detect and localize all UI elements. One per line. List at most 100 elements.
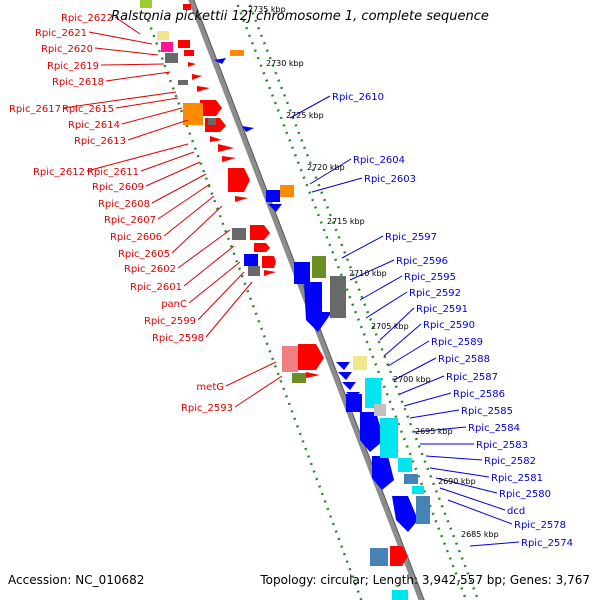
leader-line [100,63,165,66]
leader-line [62,91,177,109]
feature-block [353,356,367,370]
feature-block [183,103,203,125]
gene-label-Rpic_2582: Rpic_2582 [484,456,536,467]
gene-label-Rpic_2601: Rpic_2601 [130,282,182,293]
feature-block [244,254,258,266]
feature-block [416,496,430,524]
gene-label-Rpic_2614: Rpic_2614 [68,120,120,131]
kbp-label: 2730 kbp [266,59,304,68]
gene-label-Rpic_2578: Rpic_2578 [514,520,566,531]
leader-line [157,183,211,220]
left-strand-features [178,40,324,378]
leader-line [115,97,179,109]
gene-label-Rpic_2592: Rpic_2592 [409,288,461,299]
feature-block [282,346,298,372]
kbp-label: 2725 kbp [286,111,324,120]
feature-block [208,118,216,125]
feature-block [398,458,412,472]
accession-text: Accession: NC_010682 [8,573,145,587]
gene-label-Rpic_2590: Rpic_2590 [423,320,475,331]
leader-line [365,291,408,319]
leader-line [225,361,277,387]
leader-line [403,392,452,407]
gene-label-Rpic_2598: Rpic_2598 [152,333,204,344]
gene-label-Rpic_2615: Rpic_2615 [62,104,114,115]
gene-label-dcd: dcd [507,506,525,517]
feature-block [178,80,188,85]
leader-line [105,71,171,82]
gene-label-Rpic_2599: Rpic_2599 [144,316,196,327]
gene-label-Rpic_2622: Rpic_2622 [61,13,113,24]
leader-line [197,271,245,321]
feature-block [380,418,398,458]
leader-line [393,357,437,381]
feature-block [161,42,173,52]
leader-line [469,541,520,547]
gene-label-Rpic_2613: Rpic_2613 [74,136,126,147]
kbp-label: 2695 kbp [415,427,453,436]
leader-line [121,107,183,125]
leader-line [163,195,215,237]
leader-line [127,119,189,141]
feature-arrow [214,58,226,64]
leader-line [429,467,490,478]
feature-block [404,474,418,484]
leader-line [387,340,430,367]
feature-block [157,31,169,40]
gene-label-panC: panC [161,299,187,310]
gene-label-Rpic_2612: Rpic_2612 [33,167,85,178]
gene-label-Rpic_2580: Rpic_2580 [499,489,551,500]
map-title: Ralstonia pickettii 12J chromosome 1, co… [111,9,489,24]
gene-label-Rpic_2608: Rpic_2608 [98,199,150,210]
leader-line [177,229,231,269]
gene-label-Rpic_2618: Rpic_2618 [52,77,104,88]
kbp-label: 2710 kbp [349,269,387,278]
leader-line [409,409,460,419]
gene-label-Rpic_2586: Rpic_2586 [453,389,505,400]
leader-line [183,245,235,287]
leader-line [188,261,241,304]
leader-line [425,455,483,461]
leader-line [349,259,395,281]
feature-block [365,378,381,408]
gene-label-Rpic_2606: Rpic_2606 [110,232,162,243]
feature-block [280,185,294,197]
gene-label-Rpic_2595: Rpic_2595 [404,272,456,283]
outer-right-track [234,0,468,600]
gene-label-Rpic_2603: Rpic_2603 [364,174,416,185]
kbp-label: 2705 kbp [371,322,409,331]
leader-line [435,477,498,494]
feature-block [374,404,386,416]
leader-line [205,281,253,338]
gene-label-Rpic_2593: Rpic_2593 [181,403,233,414]
kbp-label: 2700 kbp [393,375,431,384]
gene-label-Rpic_2596: Rpic_2596 [396,256,448,267]
leader-line [114,16,141,35]
feature-block [165,53,178,63]
gene-label-metG: metG [196,382,224,393]
kbp-label: 2690 kbp [438,477,476,486]
gene-label-Rpic_2620: Rpic_2620 [41,44,93,55]
leader-line [234,375,283,408]
leader-line [399,375,445,395]
kbp-label: 2735 kbp [248,5,286,14]
gene-label-Rpic_2617: Rpic_2617 [9,104,61,115]
feature-block [312,256,326,278]
feature-arrow [390,546,408,566]
gene-label-Rpic_2584: Rpic_2584 [468,423,520,434]
gene-label-Rpic_2604: Rpic_2604 [353,155,405,166]
leader-line [383,323,422,357]
leader-line [379,307,415,341]
kbp-label: 2715 kbp [327,217,365,226]
leader-line [86,143,189,172]
feature-block [292,373,306,383]
gene-label-Rpic_2587: Rpic_2587 [446,372,498,383]
leader-line [359,275,403,301]
feature-block [232,228,246,240]
gene-label-Rpic_2597: Rpic_2597 [385,232,437,243]
leader-line [413,426,467,433]
leader-line [145,161,201,187]
feature-block [230,50,244,56]
